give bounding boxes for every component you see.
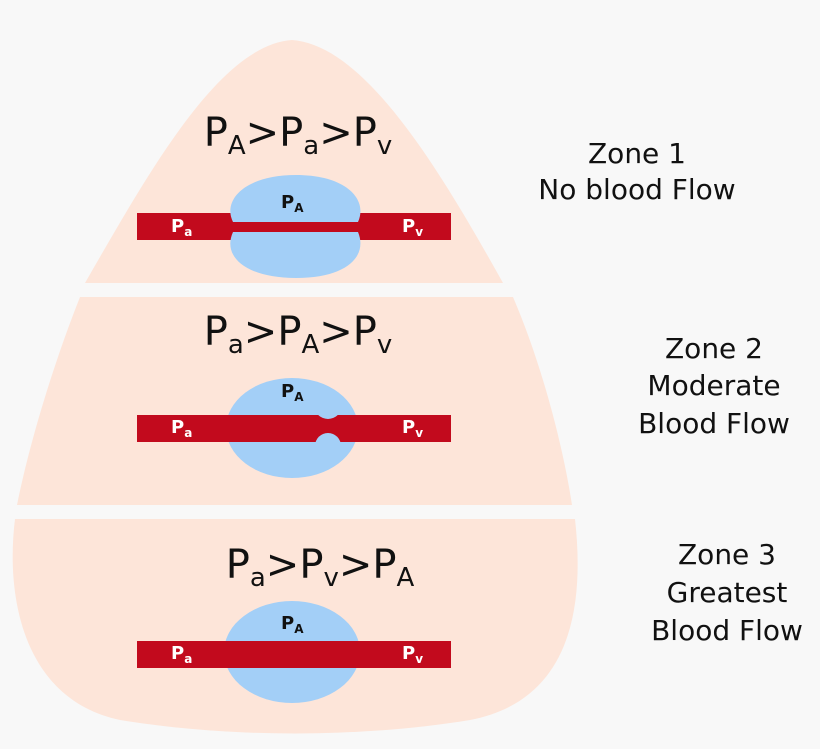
equation-operator: > [319,110,353,156]
equation-operator: > [339,542,373,588]
zone-3-capillary: PA Pa Pv [137,601,451,703]
zone-3-pressure-equation: Pa>Pv>PA [226,542,415,593]
zone-3-vessel [137,641,451,668]
zone-2-vessel-constriction-bottom [315,433,341,459]
equation-operator: > [319,309,353,355]
zone-2-arterial-pressure-label: Pa [171,417,192,440]
zone-2-flow-line-1: Moderate [647,369,780,402]
zone-1-capillary: PA Pa Pv [137,175,451,278]
equation-pressure-subscript: A [228,131,246,161]
equation-pressure-subscript: v [377,131,392,161]
zone-2-alveolar-pressure-label: PA [281,381,304,404]
zone-2-title: Zone 2 [665,332,763,365]
zone-2-flow-line-2: Blood Flow [638,407,790,440]
equation-pressure-symbol: P [204,110,228,156]
equation-pressure-subscript: a [303,131,319,161]
equation-pressure-symbol: P [353,110,377,156]
zone-3-flow-line-2: Blood Flow [651,614,803,647]
zone-3-title: Zone 3 [678,538,776,571]
zone-3-flow-line-1: Greatest [667,576,788,609]
zone-2-vessel [137,415,451,442]
equation-pressure-subscript: A [396,563,414,593]
zone-1-alveolar-pressure-label: PA [281,192,304,215]
zone-1-arterial-pressure-label: Pa [171,216,192,239]
equation-operator: > [266,542,300,588]
zone-3-venous-pressure-label: Pv [402,643,423,666]
equation-pressure-subscript: A [301,330,319,360]
zone-1-alveolus-lower [230,232,361,278]
zone-2-pressure-equation: Pa>PA>Pv [204,309,393,360]
equation-pressure-symbol: P [299,542,323,588]
zone-1-alveolus-upper [230,175,361,222]
equation-operator: > [244,309,278,355]
zone-2-venous-pressure-label: Pv [402,417,423,440]
equation-pressure-subscript: v [377,330,392,360]
equation-pressure-subscript: a [228,330,244,360]
equation-pressure-symbol: P [279,110,303,156]
zone-2-capillary: PA Pa Pv [137,378,451,478]
equation-pressure-symbol: P [204,309,228,355]
zone-1-venous-pressure-label: Pv [402,216,423,239]
equation-operator: > [246,110,280,156]
equation-pressure-symbol: P [353,309,377,355]
zone-3-arterial-pressure-label: Pa [171,643,192,666]
zone-2-vessel-constriction-top [314,391,342,419]
zone-1-title: Zone 1 [588,137,686,170]
zone-3-alveolar-pressure-label: PA [281,613,304,636]
zone-1-flow-line-1: No blood Flow [538,173,735,206]
equation-pressure-symbol: P [277,309,301,355]
equation-pressure-symbol: P [226,542,250,588]
equation-pressure-symbol: P [372,542,396,588]
equation-pressure-subscript: a [250,563,266,593]
zone-1-pressure-equation: PA>Pa>Pv [204,110,393,161]
equation-pressure-subscript: v [323,563,338,593]
